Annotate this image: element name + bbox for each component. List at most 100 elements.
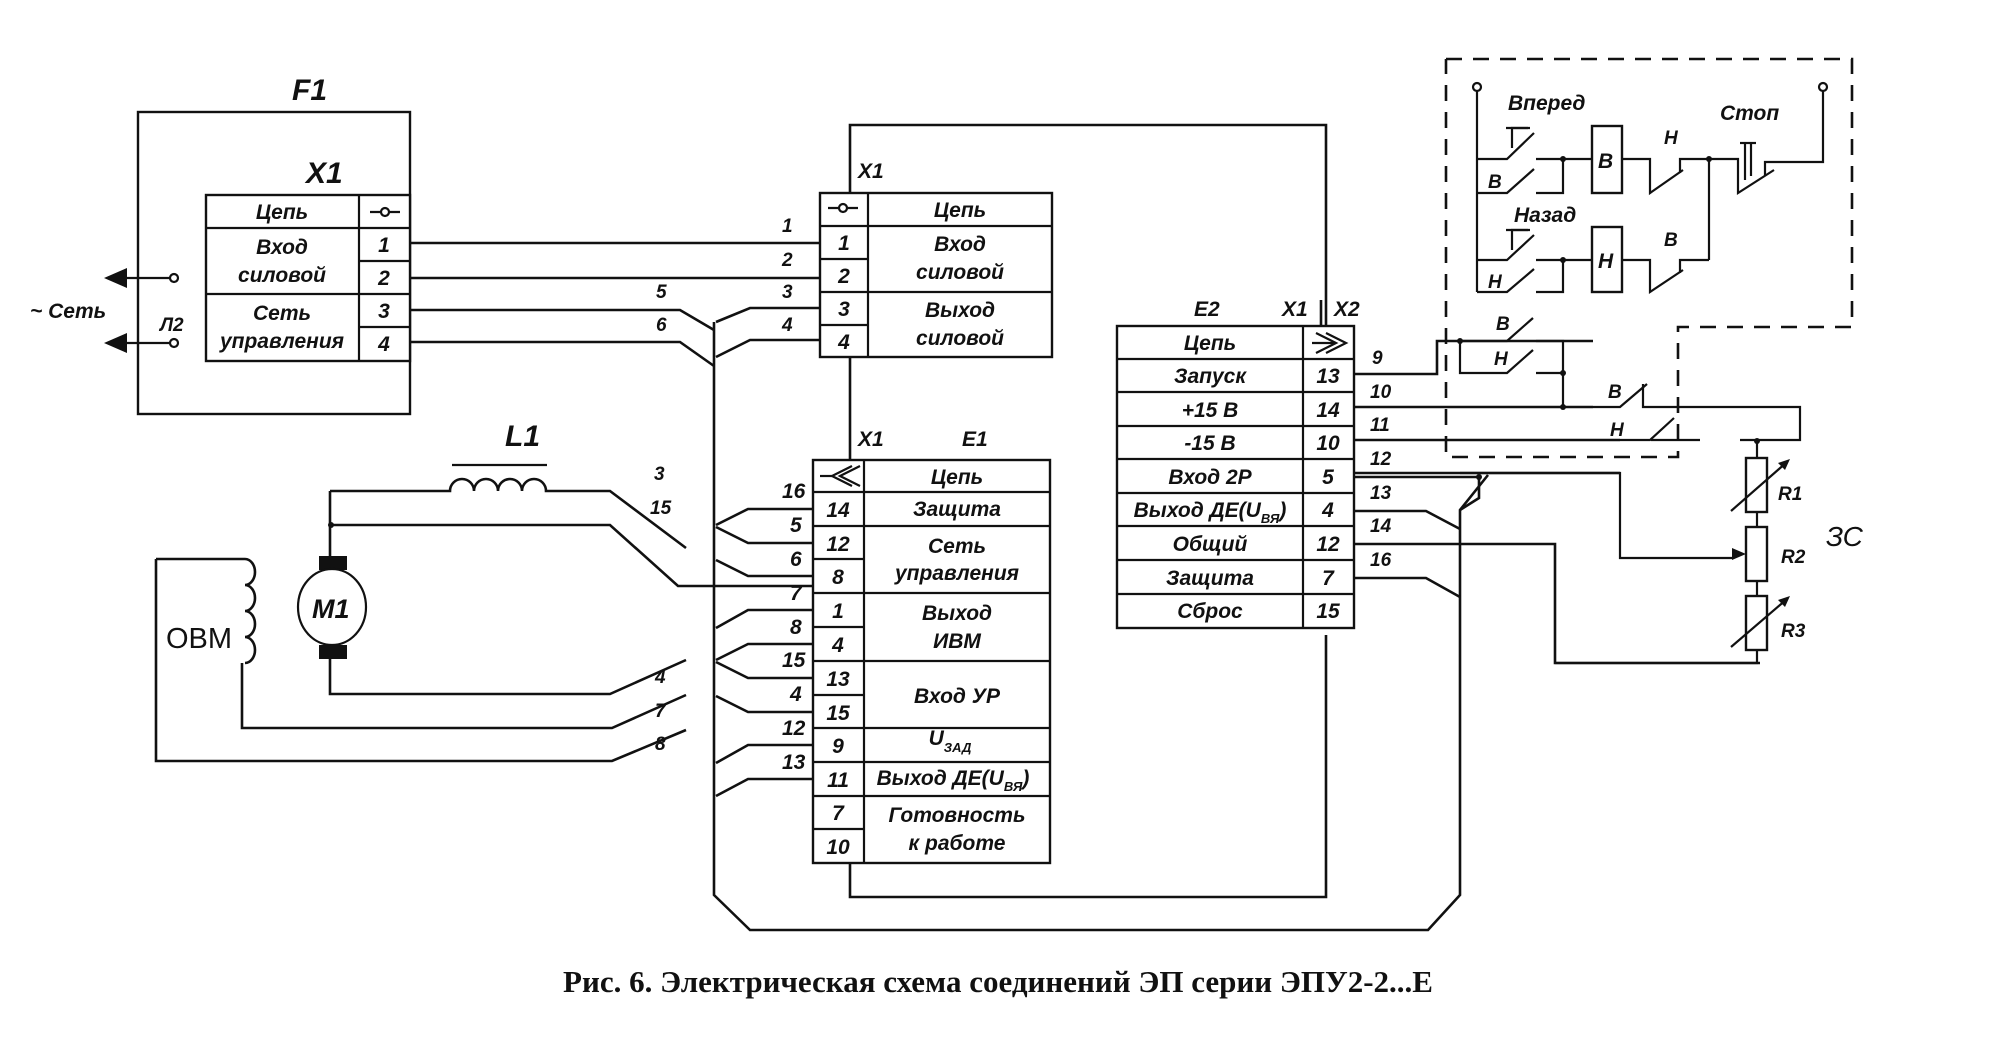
interlock-label: Н (1664, 128, 1679, 149)
setpoint-resistors: R1 R2 R3 ЗС (1460, 438, 1864, 665)
e2-row-label: Выход ДЕ(UВЯ) (1134, 499, 1287, 526)
e2-row-label: Общий (1173, 533, 1248, 556)
f1-row-label: управления (219, 330, 344, 353)
wire-number: 8 (655, 734, 666, 755)
contact-label: В (1488, 172, 1502, 193)
e2-row-label: Запуск (1174, 365, 1247, 388)
e1-pin: 12 (826, 533, 850, 556)
e1-row-label: Готовность (889, 804, 1026, 827)
e1-pin: 4 (831, 634, 844, 657)
e1-block: X1 E1 Цепь Защита Сеть управления Выход … (715, 428, 1328, 899)
contact-label: Н (1610, 420, 1625, 441)
plug-icon (1312, 332, 1349, 354)
wire-number: 2 (781, 250, 793, 271)
e1-pin: 14 (826, 499, 850, 522)
e1-wires: 16 5 6 7 8 15 4 12 13 (715, 480, 813, 798)
e2-wires: 9 10 11 12 13 14 16 (1354, 339, 1760, 665)
wire-number: 8 (790, 616, 802, 639)
contact-label: Н (1488, 272, 1503, 293)
e1-row-label: Выход ДЕ(UВЯ) (877, 767, 1030, 794)
forward-button-label: Вперед (1508, 92, 1585, 115)
mid-connector: X1 Цепь Вход силовой Выход силовой 1 2 3… (818, 123, 1328, 460)
wire-number: 15 (650, 498, 672, 519)
contact-label: Н (1494, 349, 1509, 370)
mid-row-label: Выход (925, 299, 995, 322)
f1-row-label: силовой (238, 264, 326, 287)
e2-row-label: Защита (1166, 567, 1254, 590)
f1-row-label: Вход (256, 236, 308, 259)
e2-header-name: Цепь (1184, 332, 1236, 355)
coil-backward-label: Н (1598, 250, 1614, 273)
control-panel: Вперед В В Н Стоп Назад (1444, 57, 1854, 459)
f1-pin: 4 (377, 333, 390, 356)
resistor-label: R3 (1781, 621, 1806, 642)
e1-row-label: Сеть (928, 535, 986, 558)
wire-number: 4 (781, 315, 793, 336)
wire-number: 15 (782, 649, 806, 672)
top-wires: 1 2 3 4 5 6 (410, 216, 820, 368)
e1-header-name: Цепь (931, 466, 983, 489)
f1-block: F1 X1 Цепь Вход силовой Сеть управления … (30, 74, 412, 416)
resistor-r2-icon (1744, 525, 1769, 583)
f1-connector-table: Цепь Вход силовой Сеть управления 1 2 3 … (204, 193, 412, 363)
field-winding-icon: ОВМ (154, 557, 687, 763)
e1-row-label: Вход УР (914, 685, 1001, 708)
interlock-label: В (1664, 230, 1678, 251)
forward-button-icon (1477, 126, 1535, 161)
wire-number: 1 (782, 216, 793, 237)
wiper-arrow-icon (1732, 548, 1746, 560)
e1-return-wire (848, 635, 1328, 899)
e1-pin: 15 (826, 702, 850, 725)
wire-number: 7 (790, 582, 803, 605)
setpoint-label: ЗС (1826, 521, 1864, 552)
mid-row-label: Вход (934, 233, 986, 256)
wire-number: 10 (1370, 382, 1392, 403)
f1-connector-label: X1 (304, 157, 343, 190)
wire-number: 9 (1372, 348, 1383, 369)
e1-pin: 7 (832, 802, 845, 825)
e1-pin: 10 (826, 836, 850, 859)
mid-pin: 1 (838, 232, 850, 255)
wire-number: 4 (654, 667, 666, 688)
wire-number: 3 (654, 464, 665, 485)
e2-title: E2 (1194, 298, 1220, 321)
e2-row-label: -15 В (1184, 432, 1235, 455)
arrow-left-icon (104, 268, 127, 288)
f1-pin: 3 (378, 300, 390, 323)
backward-button-icon (1477, 228, 1535, 262)
mains-input: ~ Сеть Л2 (30, 268, 184, 353)
wire-number: 6 (790, 548, 802, 571)
e1-row-label: к работе (909, 832, 1006, 855)
mid-pin: 4 (837, 331, 850, 354)
resistor-label: R1 (1778, 484, 1802, 505)
e1-row-label: ИВМ (933, 630, 981, 653)
f1-pin: 1 (378, 234, 390, 257)
e2-pin: 13 (1316, 365, 1340, 388)
coil-forward-label: В (1598, 150, 1613, 173)
mains-label: ~ Сеть (30, 300, 106, 323)
arrow-left-icon (104, 333, 127, 353)
e2-pin: 7 (1322, 567, 1335, 590)
figure-caption: Рис. 6. Электрическая схема соединений Э… (563, 964, 1433, 999)
inductor-icon (330, 477, 687, 550)
mid-row-label: силовой (916, 327, 1004, 350)
wire-number: 5 (656, 282, 667, 303)
contact-label: В (1496, 314, 1510, 335)
coil-backward-icon (1590, 225, 1624, 294)
socket-icon (828, 202, 858, 214)
e1-pin: 8 (832, 566, 844, 589)
mid-connector-label: X1 (857, 160, 884, 183)
motor-icon: M1 (296, 556, 368, 659)
e2-pin: 14 (1316, 399, 1340, 422)
plug-icon (820, 465, 861, 487)
mid-pin: 2 (837, 265, 850, 288)
wire-number: 3 (782, 282, 793, 303)
f1-header-name: Цепь (256, 201, 308, 224)
e2-pin: 12 (1316, 533, 1340, 556)
motor-section: L1 3 15 M1 4 ОВМ 7 8 (154, 420, 813, 763)
e1-row-label: Выход (922, 602, 992, 625)
mid-frame (848, 123, 1328, 325)
stop-button-icon (1740, 141, 1756, 180)
wire-number: 14 (1370, 516, 1392, 537)
e2-row-label: +15 В (1182, 399, 1239, 422)
